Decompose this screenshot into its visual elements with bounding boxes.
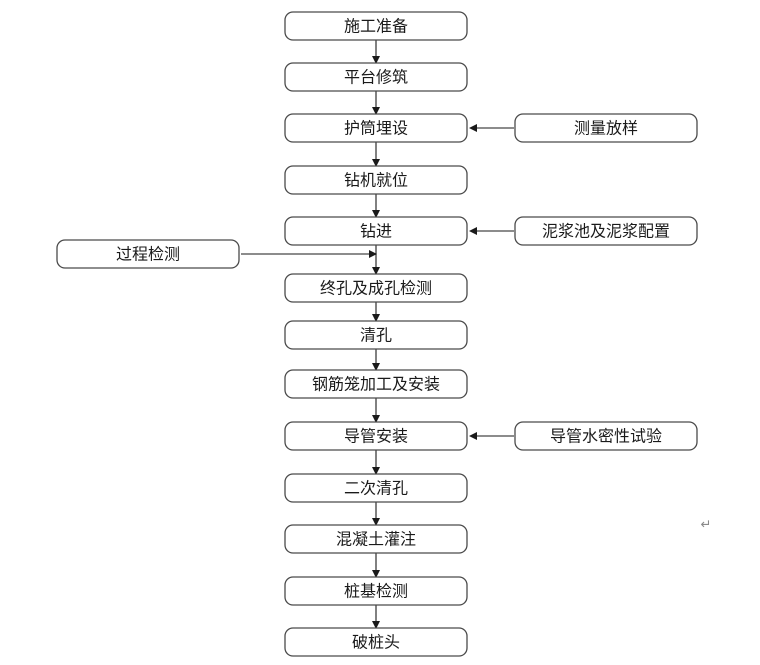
step-施工准备: 施工准备 [284,11,468,41]
step-钻进: 钻进 [284,216,468,246]
side-input-过程检测: 过程检测 [56,239,240,269]
side-input-label: 过程检测 [116,245,180,264]
side-input-泥浆池及泥浆配置: 泥浆池及泥浆配置 [514,216,698,246]
step-清孔: 清孔 [284,320,468,350]
step-label: 护筒埋设 [344,119,408,138]
side-input-label: 导管水密性试验 [550,427,662,446]
step-钢筋笼加工及安装: 钢筋笼加工及安装 [284,369,468,399]
step-label: 钻进 [360,222,392,241]
step-混凝土灌注: 混凝土灌注 [284,524,468,554]
side-input-label: 测量放样 [574,119,638,138]
step-label: 施工准备 [344,17,408,36]
step-钻机就位: 钻机就位 [284,165,468,195]
step-终孔及成孔检测: 终孔及成孔检测 [284,273,468,303]
step-破桩头: 破桩头 [284,627,468,657]
step-二次清孔: 二次清孔 [284,473,468,503]
side-input-测量放样: 测量放样 [514,113,698,143]
step-label: 清孔 [360,326,392,345]
side-input-label: 泥浆池及泥浆配置 [542,222,670,241]
step-导管安装: 导管安装 [284,421,468,451]
step-label: 导管安装 [344,427,408,446]
paragraph-mark: ↵ [701,518,712,533]
step-label: 钻机就位 [344,171,408,190]
step-label: 终孔及成孔检测 [320,279,432,298]
step-桩基检测: 桩基检测 [284,576,468,606]
side-input-导管水密性试验: 导管水密性试验 [514,421,698,451]
step-护筒埋设: 护筒埋设 [284,113,468,143]
step-label: 混凝土灌注 [336,530,416,549]
step-label: 桩基检测 [344,582,408,601]
step-label: 钢筋笼加工及安装 [312,375,440,394]
step-label: 二次清孔 [344,479,408,498]
step-平台修筑: 平台修筑 [284,62,468,92]
step-label: 平台修筑 [344,68,408,87]
step-label: 破桩头 [352,633,400,652]
